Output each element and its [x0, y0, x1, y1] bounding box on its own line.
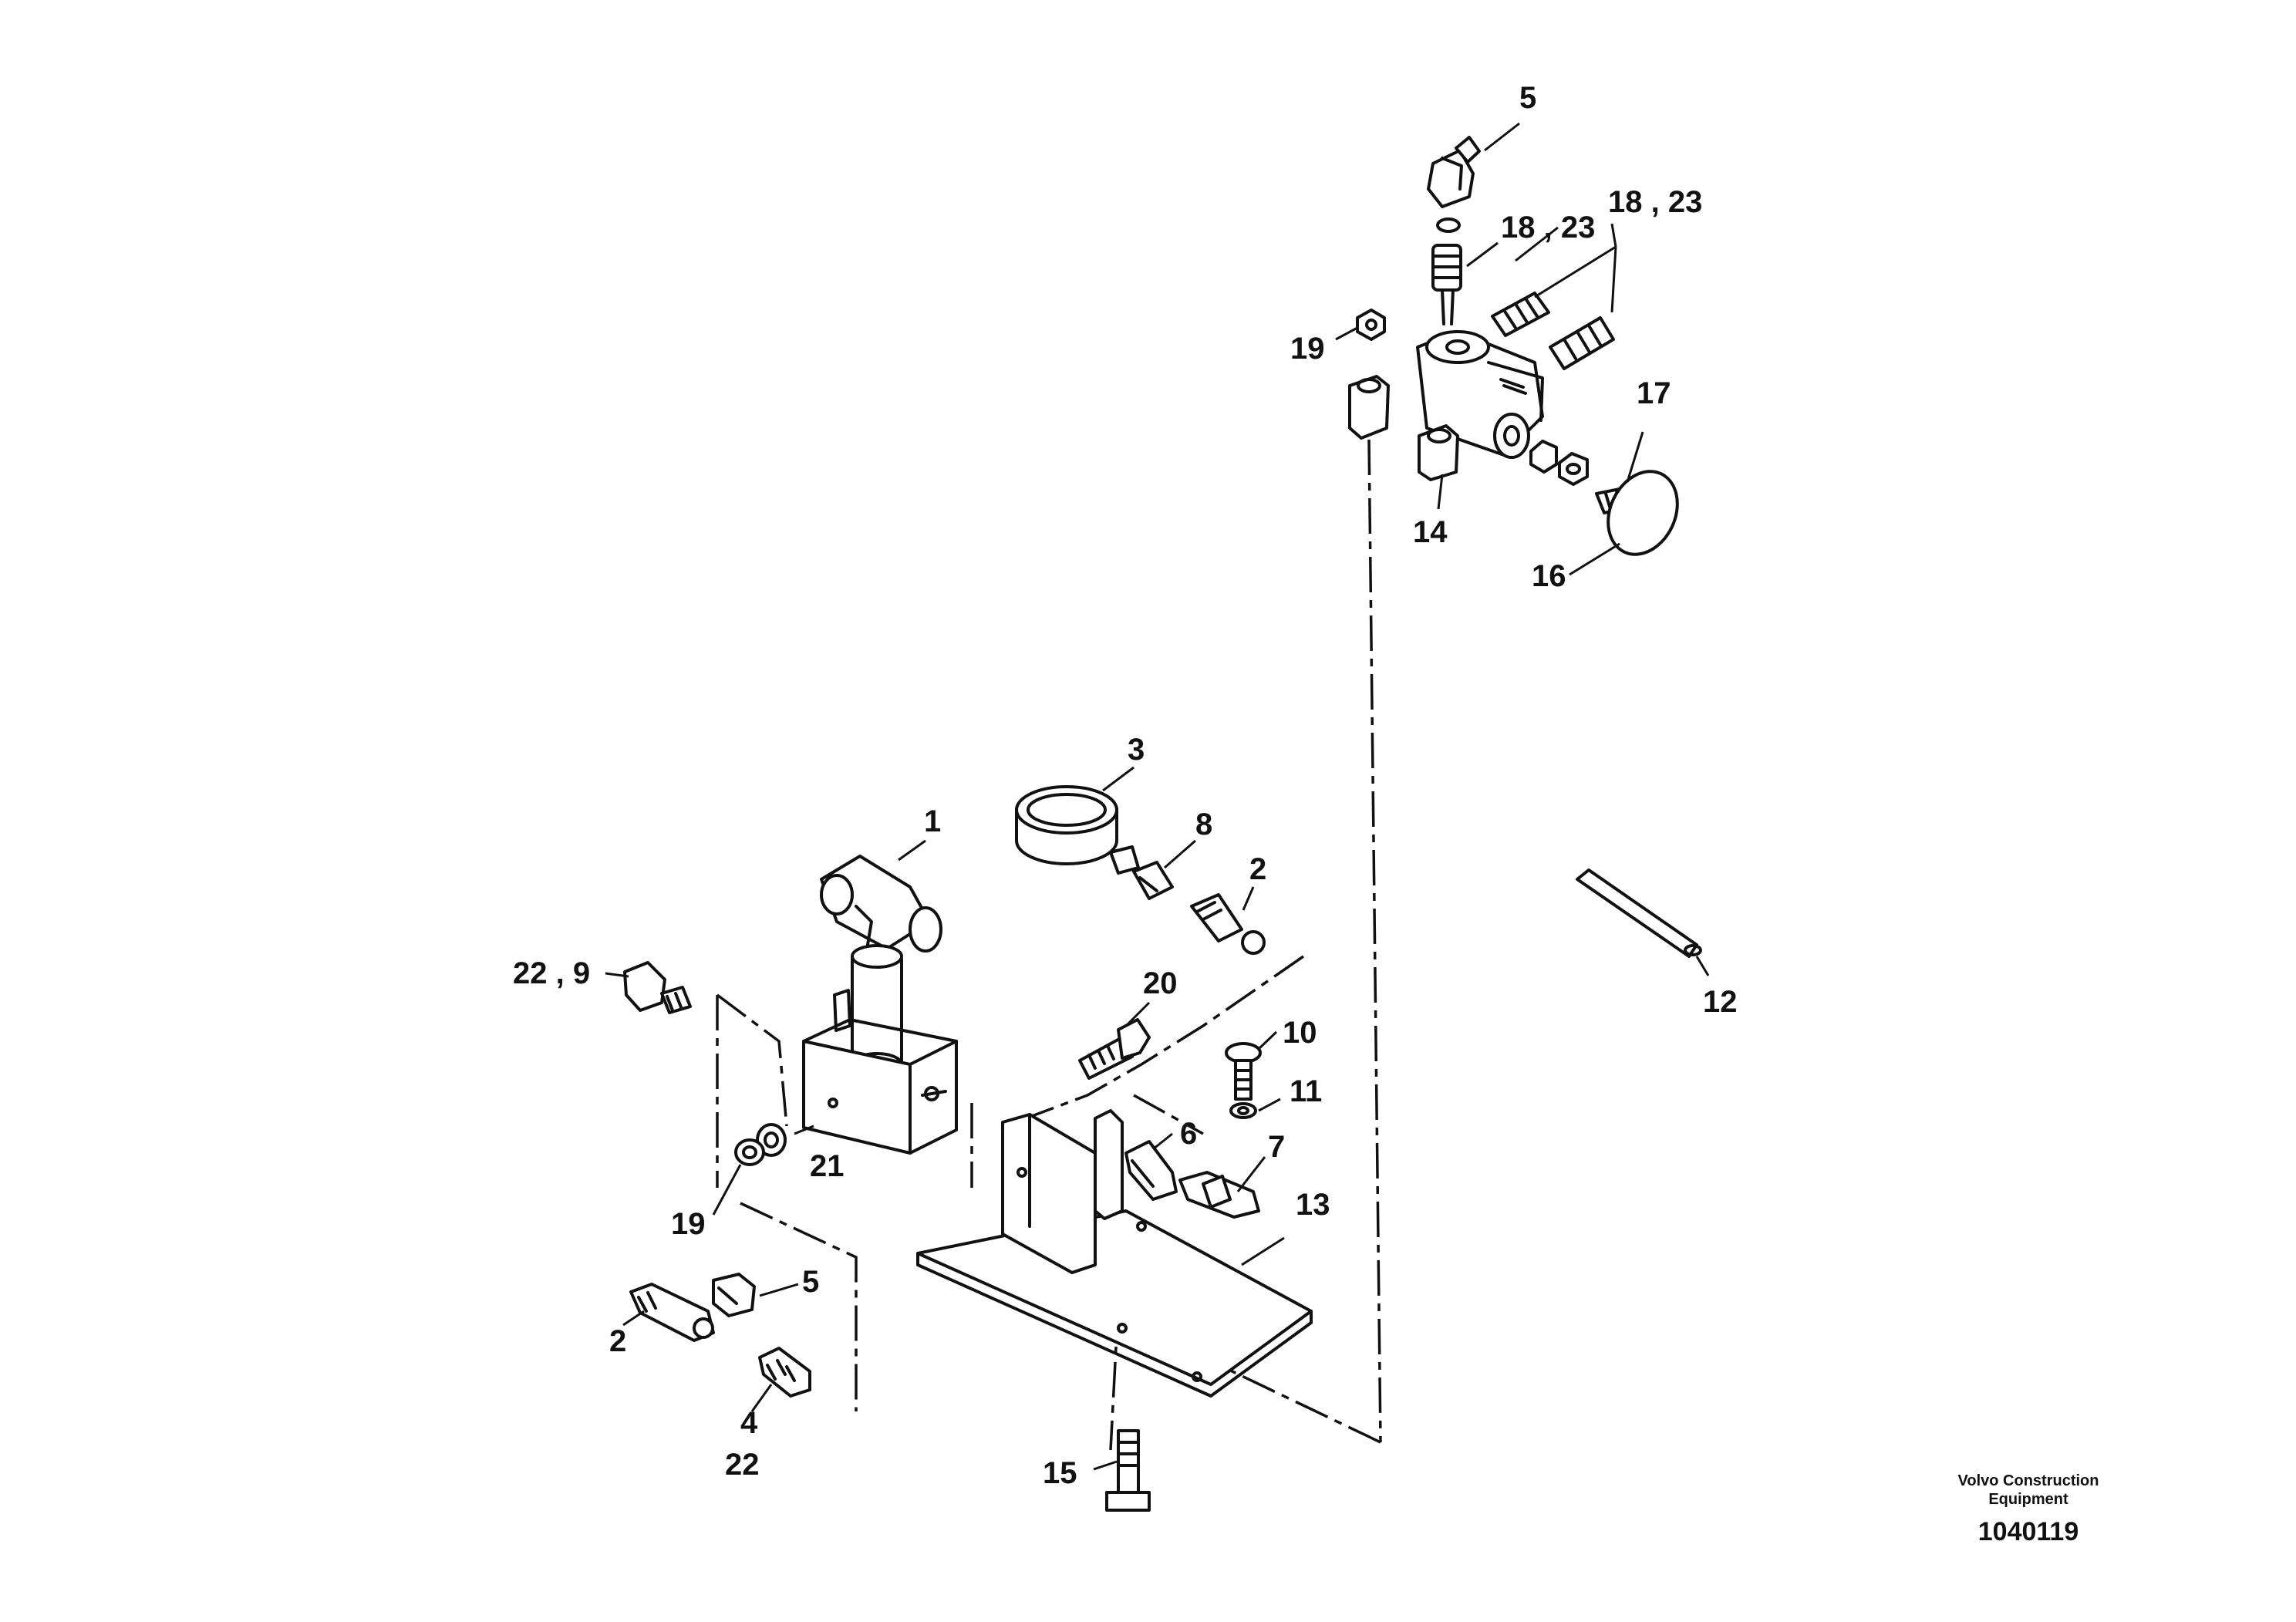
callout-22-9: 22 , 9 — [513, 956, 590, 990]
brand-line-2: Equipment — [1988, 1491, 2068, 1508]
callout-18-23-a: 18 , 23 — [1501, 211, 1595, 244]
valve-6-7 — [1124, 1140, 1260, 1219]
callout-13: 13 — [1296, 1188, 1330, 1222]
adapter-8 — [1132, 861, 1174, 900]
callout-2-low: 2 — [609, 1324, 626, 1358]
elbow-22-9 — [623, 961, 692, 1014]
callout-14: 14 — [1413, 515, 1448, 549]
drawing-number: 1040119 — [1978, 1517, 2079, 1546]
callout-labels: 5 18 , 23 18 , 23 19 17 14 16 3 1 8 2 22… — [513, 81, 1738, 1490]
callout-1: 1 — [924, 804, 941, 838]
nipple-4 — [758, 1347, 811, 1398]
callout-8: 8 — [1195, 808, 1212, 841]
callout-5-low: 5 — [802, 1265, 819, 1299]
hand-pump-1 — [802, 855, 958, 1155]
plug-5-low — [712, 1273, 756, 1317]
callout-2-top: 2 — [1249, 852, 1266, 886]
bolt-20 — [1078, 1018, 1151, 1080]
nipple-18-23-vertical — [1431, 244, 1462, 325]
callout-16: 16 — [1532, 559, 1566, 593]
washer-21 — [756, 1123, 787, 1157]
brand-line-1: Volvo Construction — [1958, 1472, 2099, 1489]
nut-19-low — [734, 1138, 765, 1166]
callout-21: 21 — [810, 1149, 845, 1183]
elbow-plug-5 — [1427, 136, 1481, 208]
upright-bracket — [1001, 1109, 1124, 1274]
callout-18-23-b: 18 , 23 — [1608, 185, 1702, 219]
nipple-18-23-right — [1549, 316, 1615, 370]
top-valve-assembly — [1348, 136, 1679, 556]
callout-11: 11 — [1290, 1074, 1322, 1108]
nut-19-top — [1356, 309, 1386, 341]
callout-7: 7 — [1268, 1130, 1285, 1164]
valve-body — [1348, 330, 1544, 481]
fitting-2-low — [629, 1283, 715, 1342]
leader-lines — [605, 122, 1710, 1471]
callout-22: 22 — [725, 1448, 760, 1482]
knob-16 — [1595, 470, 1679, 556]
callout-4: 4 — [740, 1406, 758, 1440]
callout-15: 15 — [1043, 1456, 1077, 1490]
pressure-gauge-3 — [1015, 785, 1140, 875]
callout-17: 17 — [1637, 376, 1671, 410]
callout-19-top: 19 — [1290, 332, 1325, 366]
callout-19-low: 19 — [671, 1207, 706, 1241]
bolt-15 — [1105, 1429, 1151, 1512]
callout-6: 6 — [1180, 1117, 1197, 1151]
pin-12 — [1576, 868, 1702, 958]
screw-10 — [1225, 1042, 1262, 1101]
washer — [1436, 218, 1461, 233]
callout-3: 3 — [1128, 733, 1145, 767]
fitting-2-top — [1190, 893, 1266, 955]
callout-5-top: 5 — [1519, 81, 1536, 115]
callout-20: 20 — [1143, 966, 1178, 1000]
drawing-footer: Volvo Construction Equipment 1040119 — [1958, 1472, 2099, 1546]
washer-11 — [1229, 1102, 1257, 1119]
callout-10: 10 — [1283, 1016, 1317, 1050]
nut-pair — [1529, 440, 1589, 486]
nipple-18-23-left — [1491, 292, 1550, 337]
callout-12: 12 — [1703, 985, 1738, 1019]
